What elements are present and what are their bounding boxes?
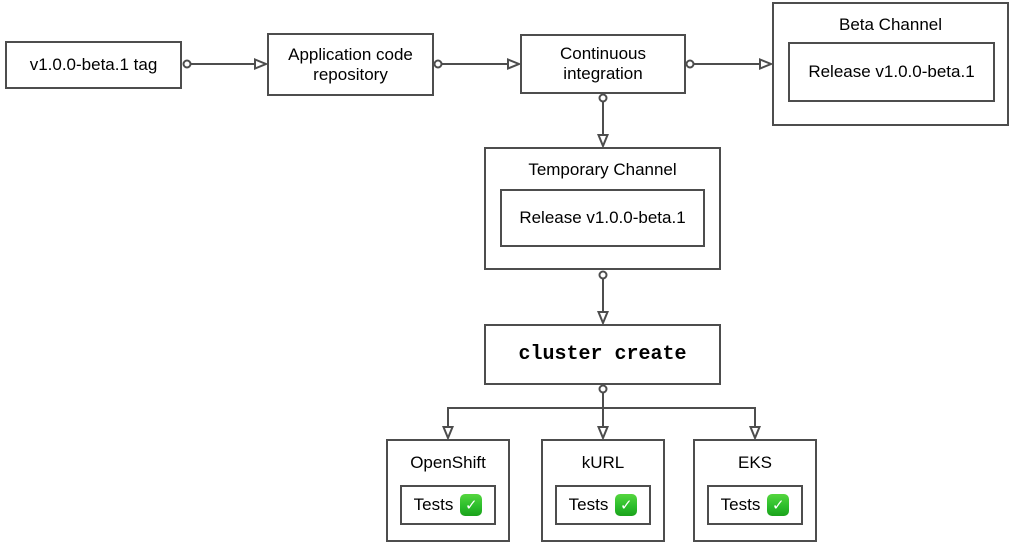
node-temporary-release: Release v1.0.0-beta.1 xyxy=(500,189,705,247)
connector-ci-to-temp xyxy=(597,93,609,149)
beta-release-label: Release v1.0.0-beta.1 xyxy=(808,62,975,81)
app-code-repository-label: Application code repository xyxy=(288,44,413,84)
beta-channel-title: Beta Channel xyxy=(838,15,943,34)
group-cluster-kurl: kURL Tests ✓ xyxy=(541,439,665,542)
group-cluster-eks: EKS Tests ✓ xyxy=(693,439,817,542)
success-check-icon: ✓ xyxy=(615,494,638,516)
node-openshift-tests: Tests ✓ xyxy=(400,485,496,525)
cluster-create-label: cluster create xyxy=(518,342,687,366)
connector-ci-to-beta xyxy=(685,58,774,70)
openshift-title: OpenShift xyxy=(410,453,486,472)
group-temporary-channel: Temporary Channel Release v1.0.0-beta.1 xyxy=(484,147,721,270)
temporary-channel-title: Temporary Channel xyxy=(528,160,677,179)
version-tag-label: v1.0.0-beta.1 tag xyxy=(29,55,158,74)
kurl-tests-label: Tests xyxy=(568,495,609,514)
node-app-code-repository: Application code repository xyxy=(267,33,434,96)
node-eks-tests: Tests ✓ xyxy=(707,485,803,525)
openshift-tests-label: Tests xyxy=(413,495,454,514)
node-beta-release: Release v1.0.0-beta.1 xyxy=(788,42,995,102)
success-check-icon: ✓ xyxy=(460,494,483,516)
connector-cluster-create-to-clusters xyxy=(442,384,761,441)
node-continuous-integration: Continuous integration xyxy=(520,34,686,94)
connector-temp-to-cluster-create xyxy=(597,270,609,326)
temporary-release-label: Release v1.0.0-beta.1 xyxy=(519,208,686,227)
node-version-tag: v1.0.0-beta.1 tag xyxy=(5,41,182,89)
connector-repo-to-ci xyxy=(433,58,522,70)
group-cluster-openshift: OpenShift Tests ✓ xyxy=(386,439,510,542)
kurl-title: kURL xyxy=(581,453,625,472)
continuous-integration-label: Continuous integration xyxy=(559,44,646,83)
eks-tests-label: Tests xyxy=(720,495,761,514)
node-kurl-tests: Tests ✓ xyxy=(555,485,651,525)
group-beta-channel: Beta Channel Release v1.0.0-beta.1 xyxy=(772,2,1009,126)
node-cluster-create: cluster create xyxy=(484,324,721,385)
connector-tag-to-repo xyxy=(182,58,269,70)
eks-title: EKS xyxy=(737,453,773,472)
success-check-icon: ✓ xyxy=(767,494,790,516)
